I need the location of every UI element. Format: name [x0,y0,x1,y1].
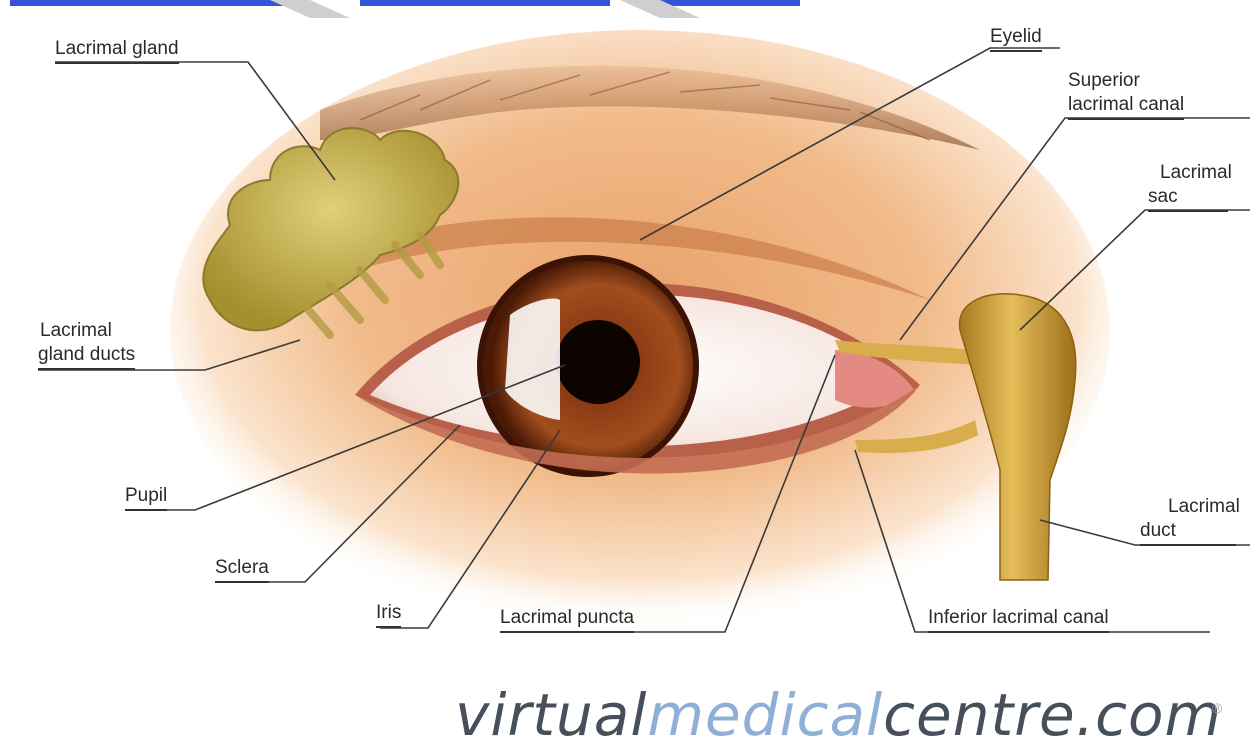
label-lacrimal-gland: Lacrimal gland [55,38,179,64]
label-pupil: Pupil [125,485,167,511]
label-eyelid: Eyelid [990,26,1042,52]
label-superior-canal-line2: lacrimal canal [1068,94,1184,120]
logo-part-medical: medical [647,681,883,749]
label-lacrimal-sac-line2: sac [1148,186,1228,212]
label-lacrimal-puncta: Lacrimal puncta [500,607,634,633]
label-superior-canal-line1: Superior [1068,70,1140,92]
label-sclera: Sclera [215,557,269,583]
label-inferior-canal: Inferior lacrimal canal [928,607,1109,633]
label-gland-ducts-line2: gland ducts [38,344,135,370]
label-iris: Iris [376,602,401,628]
label-lacrimal-duct-line1: Lacrimal [1168,496,1240,518]
site-logo: virtualmedicalcentre.com [455,680,1222,750]
logo-part-virtual: virtual [455,681,647,749]
registered-mark: ® [1212,700,1222,716]
top-cutoff-text [0,0,1256,18]
logo-part-centre: centre.com [883,681,1222,749]
label-gland-ducts-line1: Lacrimal [40,320,112,342]
label-lacrimal-sac-line1: Lacrimal [1160,162,1232,184]
label-lacrimal-duct-line2: duct [1140,520,1236,546]
pupil [556,320,640,404]
